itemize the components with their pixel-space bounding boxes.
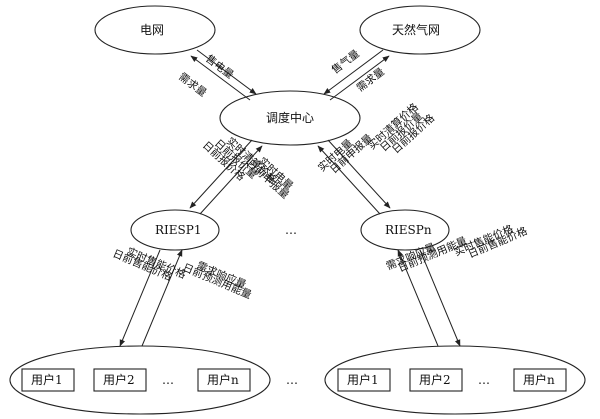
arrow-dispatch-to-gas — [329, 55, 390, 101]
gas-grid-label: 天然气网 — [392, 22, 440, 37]
gas-grid-node: 天然气网 — [359, 5, 481, 55]
arrow-riesp1-to-users — [119, 249, 161, 347]
arrow-users-to-riesp1 — [141, 249, 183, 347]
user-box — [409, 368, 463, 392]
dispatch-center-node: 调度中心 — [219, 90, 361, 146]
user-label: 用户n — [523, 372, 555, 387]
riespn-label: RIESPn — [385, 223, 432, 237]
arrow-gas-to-dispatch — [323, 49, 384, 95]
user-box — [197, 368, 251, 392]
arrow-riespn-to-users — [419, 249, 461, 347]
riesp1-label: RIESP1 — [155, 223, 201, 237]
user-ellipsis: … — [162, 373, 174, 387]
user-label: 用户1 — [347, 372, 379, 387]
arrow-grid-to-dispatch — [196, 49, 257, 95]
arrow-dispatch-to-riespn — [327, 139, 391, 209]
user-box — [21, 368, 75, 392]
user-box — [93, 368, 147, 392]
riespn-node: RIESPn — [360, 209, 450, 251]
arrow-users-to-riespn — [397, 249, 439, 347]
user-label: 用户2 — [419, 372, 451, 387]
user-label: 用户1 — [31, 372, 63, 387]
arrow-riesp1-to-dispatch — [199, 145, 263, 215]
arrow-dispatch-to-riesp1 — [189, 139, 253, 209]
middle-ellipsis: … — [285, 223, 297, 237]
arrow-riespn-to-dispatch — [317, 145, 381, 215]
user-box — [513, 368, 567, 392]
bottom-ellipsis: … — [286, 373, 298, 387]
left-users: 用户1 用户2 … 用户n — [21, 368, 251, 392]
gas-sell-label: 售气量 — [329, 47, 362, 77]
right-users: 用户1 用户2 … 用户n — [337, 368, 567, 392]
grid-node: 电网 — [94, 5, 216, 55]
dispatch-center-label: 调度中心 — [266, 110, 314, 125]
user-label: 用户2 — [103, 372, 135, 387]
user-ellipsis: … — [478, 373, 490, 387]
riesp1-node: RIESP1 — [130, 209, 220, 251]
user-label: 用户n — [207, 372, 239, 387]
grid-demand-label: 需求量 — [176, 71, 209, 100]
grid-label: 电网 — [140, 23, 164, 37]
arrow-dispatch-to-grid — [190, 55, 251, 101]
user-box — [337, 368, 391, 392]
